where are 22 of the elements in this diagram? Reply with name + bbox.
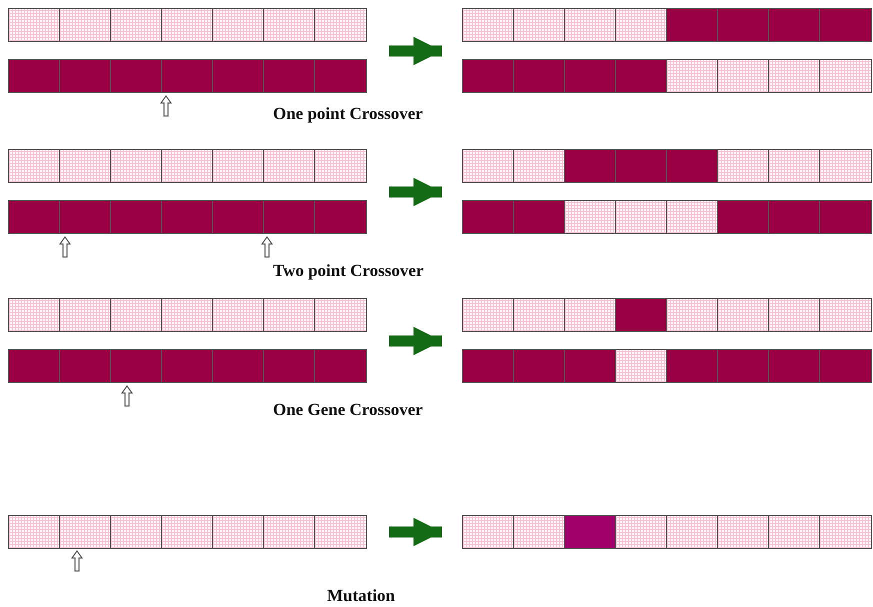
caption: One point Crossover (273, 104, 423, 124)
caption: Two point Crossover (273, 261, 424, 281)
arrow (389, 326, 442, 356)
caption: Mutation (327, 586, 395, 606)
chromosome-bar (462, 349, 872, 383)
chromosome-bar (8, 298, 367, 332)
chromosome-bar (462, 515, 872, 549)
chromosome-bar (8, 349, 367, 383)
arrow (389, 518, 442, 546)
chromosome-bar (462, 149, 872, 183)
arrow (389, 36, 442, 66)
chromosome-bar (8, 515, 367, 549)
chromosome-bar (462, 59, 872, 93)
arrow (389, 178, 442, 206)
caption: One Gene Crossover (273, 400, 423, 420)
chromosome-bar (462, 298, 872, 332)
chromosome-bar (8, 149, 367, 183)
chromosome-bar (8, 200, 367, 234)
chromosome-bar (8, 8, 367, 42)
chromosome-bar (8, 59, 367, 93)
chromosome-bar (462, 200, 872, 234)
chromosome-bar (462, 8, 872, 42)
